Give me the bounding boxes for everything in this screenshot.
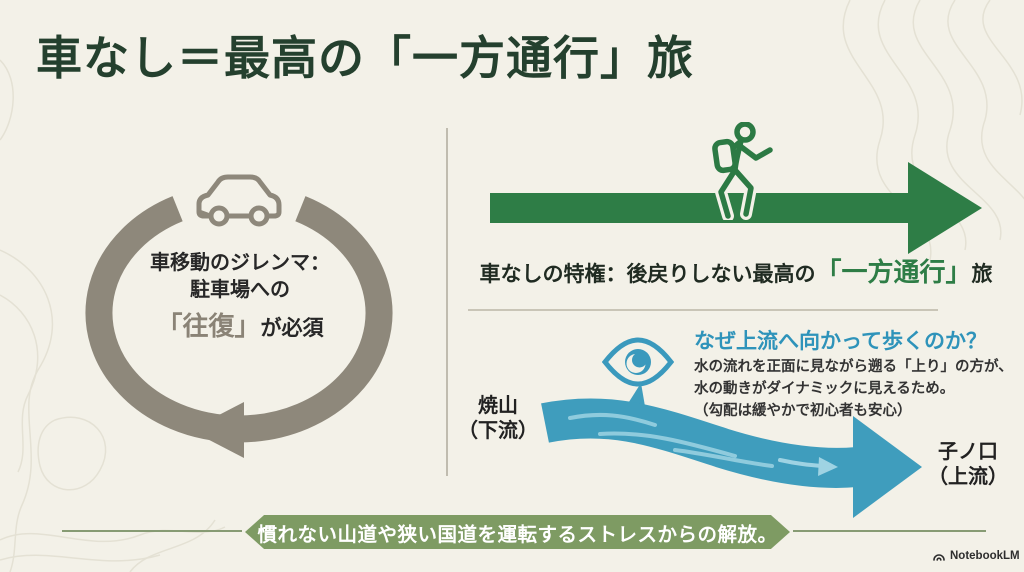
river-end-label: 子ノ口 （上流） [920,440,1016,490]
one-way-arrowhead [908,162,982,254]
eye-icon [602,337,674,387]
loop-caption-line2: 駐車場への [190,279,290,301]
car-icon [196,174,282,227]
notebooklm-logo-text: NotebookLM [950,550,1020,562]
river-arrow [541,383,922,518]
loop-caption: 車移動のジレンマ： 駐車場への 「往復」が必須 [118,250,362,346]
round-trip-loop-arrow [85,174,393,458]
one-way-caption-suffix: 旅 [971,263,993,286]
conclusion-banner: 慣れない山道や狭い国道を運転するストレスからの解放。 [245,515,790,549]
vertical-divider [446,128,448,476]
notebooklm-logo: NotebookLM [932,550,1020,562]
upstream-explanation: 水の流れを正面に見ながら遡る「上り」の方が、 水の動きがダイナミックに見えるため… [694,356,1024,422]
banner-rule-right [793,530,986,532]
round-trip-highlight: 「往復」 [156,311,261,341]
page-title: 車なし＝最高の「一方通行」旅 [36,32,694,84]
one-way-caption-prefix: 車なしの特権：後戻りしない最高の [479,263,816,286]
upstream-explanation-line1: 水の流れを正面に見ながら遡る「上り」の方が、 [694,359,1013,375]
upstream-heading: なぜ上流へ向かって歩くのか？ [694,330,987,353]
horizontal-divider [468,309,938,311]
river-start-name: 焼山 [478,395,518,417]
one-way-caption: 車なしの特権：後戻りしない最高の「一方通行」旅 [462,252,1010,289]
river-start-label: 焼山 （下流） [450,394,546,444]
hiker-icon [708,122,776,220]
river-inner-arrow [778,457,838,476]
river-end-name: 子ノ口 [938,441,998,463]
loop-caption-line3-rest: が必須 [260,317,324,340]
notebooklm-logo-icon [933,554,945,561]
one-way-arrow [490,162,982,254]
river-end-sub: （上流） [928,466,1008,488]
conclusion-banner-text: 慣れない山道や狭い国道を運転するストレスからの解放。 [257,523,778,546]
loop-caption-line3: 「往復」が必須 [118,311,362,346]
upstream-explanation-line3: （勾配は緩やかで初心者も安心） [694,403,912,419]
upstream-explanation-line2: 水の動きがダイナミックに見えるため。 [694,381,955,397]
loop-caption-line1: 車移動のジレンマ： [150,252,330,274]
banner-rule-left [62,530,242,532]
river-start-sub: （下流） [458,420,538,442]
loop-arrowhead [190,402,244,458]
river-flow-streaks [568,412,774,468]
river-arrowhead [853,416,922,518]
one-way-highlight: 「一方通行」 [815,257,972,287]
